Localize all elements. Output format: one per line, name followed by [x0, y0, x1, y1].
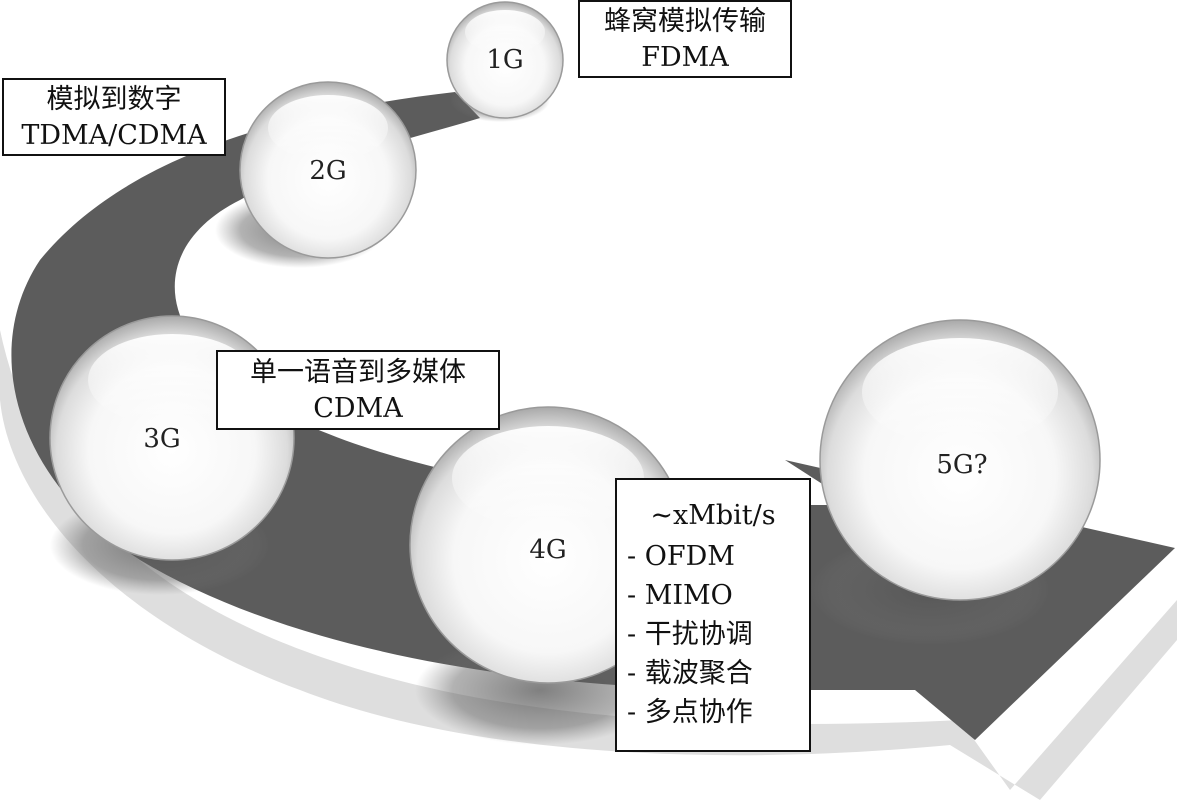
box-3g: 单一语音到多媒体 CDMA	[216, 350, 500, 430]
sphere-label-4g: 4G	[529, 535, 566, 565]
sphere-label-3g: 3G	[143, 424, 180, 454]
box-4g-item-interference: - 干扰协调	[627, 619, 753, 650]
box-1g-line1: 蜂窝模拟传输	[604, 6, 766, 37]
box-2g-line2: TDMA/CDMA	[21, 120, 207, 151]
box-4g: ~xMbit/s - OFDM - MIMO - 干扰协调 - 载波聚合 - 多…	[615, 478, 811, 752]
sphere-label-1g: 1G	[486, 45, 523, 75]
box-4g-rate: ~xMbit/s	[650, 500, 776, 531]
sphere-label-2g: 2G	[309, 156, 346, 186]
box-1g: 蜂窝模拟传输 FDMA	[578, 0, 792, 78]
box-4g-item-mimo: - MIMO	[627, 580, 733, 611]
sphere-5g: 5G?	[819, 319, 1101, 601]
sphere-1g: 1G	[446, 1, 564, 119]
box-3g-line1: 单一语音到多媒体	[250, 357, 466, 388]
box-3g-line2: CDMA	[313, 393, 403, 424]
sphere-label-5g: 5G?	[936, 450, 987, 480]
box-4g-item-carrier-aggregation: - 载波聚合	[627, 658, 753, 689]
box-4g-item-comp: - 多点协作	[627, 697, 753, 728]
box-4g-item-ofdm: - OFDM	[627, 541, 735, 572]
arrow-shadow	[0, 330, 1177, 800]
box-1g-line2: FDMA	[641, 42, 729, 73]
box-2g-line1: 模拟到数字	[46, 84, 182, 115]
sphere-2g: 2G	[239, 81, 417, 259]
box-2g: 模拟到数字 TDMA/CDMA	[2, 78, 226, 156]
